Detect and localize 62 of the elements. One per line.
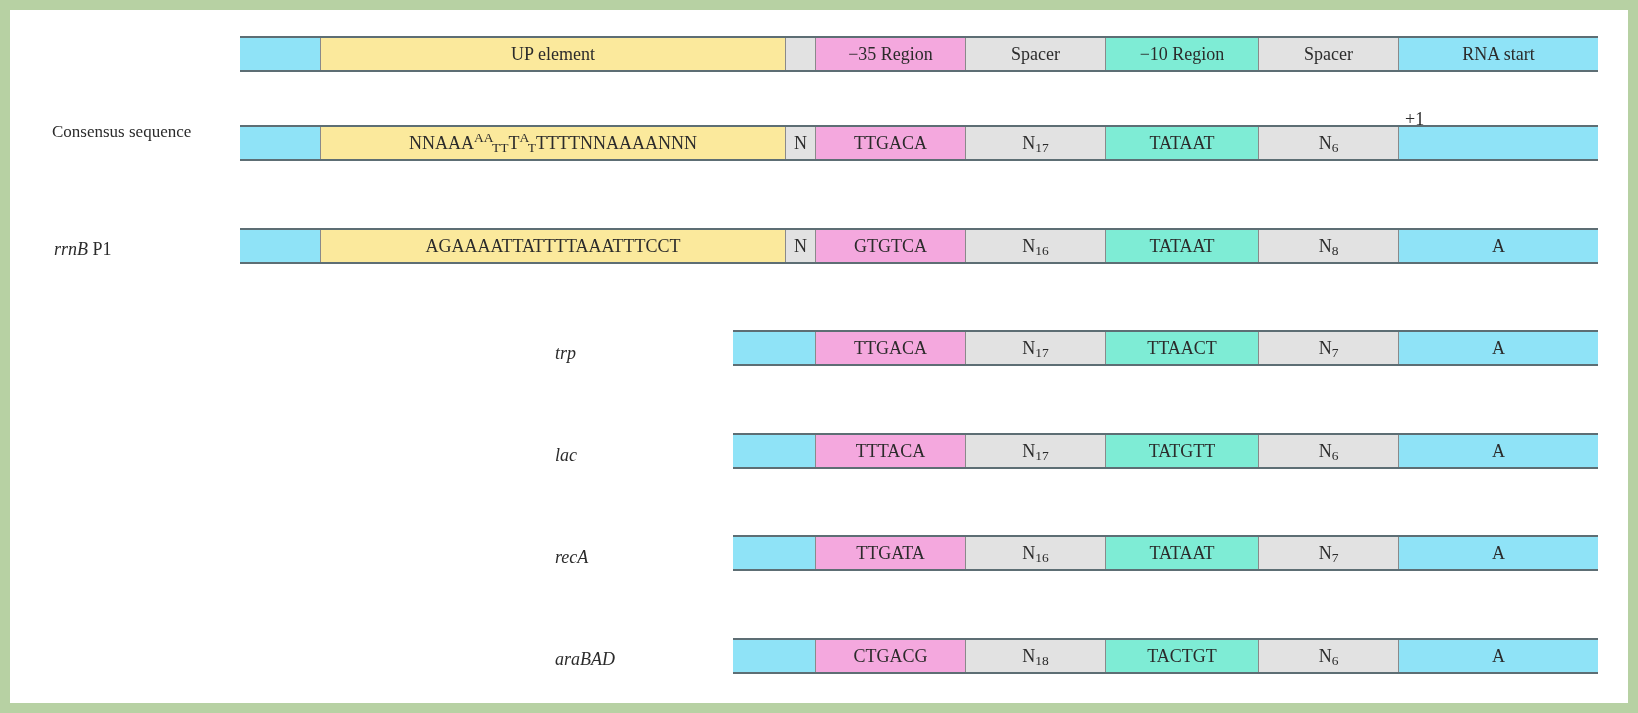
- sequence-segment: Spacer: [1258, 38, 1398, 70]
- sequence-segment: RNA start: [1398, 38, 1598, 70]
- sequence-segment: NNAAA$^{AA}$$_{TT}$T$^{A}$$_{T}$TTTTNNAAAANNN: [320, 127, 785, 159]
- promoter-name: recA: [555, 546, 589, 569]
- sequence-segment: CTGACG: [815, 640, 965, 672]
- sequence-segment: N$_{18}$: [965, 640, 1105, 672]
- position-label: +1: [1405, 108, 1425, 131]
- sequence-segment: N$_{16}$: [965, 230, 1105, 262]
- flank-segment: [733, 537, 815, 569]
- sequence-segment: TATAAT: [1105, 537, 1258, 569]
- sequence-segment: AGAAAATTATTTTAAATTTCCT: [320, 230, 785, 262]
- sequence-segment: TATAAT: [1105, 230, 1258, 262]
- sequence-segment: A: [1398, 332, 1598, 364]
- promoter-bar: [733, 535, 1598, 571]
- sequence-segment: TTAACT: [1105, 332, 1258, 364]
- flank-segment: [785, 38, 815, 70]
- promoter-bar: [240, 36, 1598, 72]
- promoter-name: araBAD: [555, 648, 615, 671]
- promoter-bar: [240, 228, 1598, 264]
- sequence-segment: −10 Region: [1105, 38, 1258, 70]
- sequence-segment: N$_{7}$: [1258, 332, 1398, 364]
- flank-segment: [1398, 127, 1598, 159]
- promoter-name: Consensus sequence: [52, 121, 193, 143]
- sequence-segment: A: [1398, 537, 1598, 569]
- promoter-bar: [733, 433, 1598, 469]
- sequence-segment: A: [1398, 435, 1598, 467]
- sequence-segment: N$_{8}$: [1258, 230, 1398, 262]
- sequence-segment: TTGACA: [815, 127, 965, 159]
- sequence-segment: N$_{17}$: [965, 435, 1105, 467]
- sequence-segment: TTTACA: [815, 435, 965, 467]
- sequence-segment: A: [1398, 230, 1598, 262]
- flank-segment: [240, 127, 320, 159]
- flank-segment: [733, 640, 815, 672]
- sequence-segment: TTGACA: [815, 332, 965, 364]
- sequence-segment: TATAAT: [1105, 127, 1258, 159]
- sequence-segment: N$_{6}$: [1258, 127, 1398, 159]
- sequence-segment: UP element: [320, 38, 785, 70]
- flank-segment: [240, 230, 320, 262]
- promoter-bar: [733, 638, 1598, 674]
- flank-segment: [240, 38, 320, 70]
- sequence-segment: N$_{6}$: [1258, 435, 1398, 467]
- promoter-name: trp: [555, 342, 576, 365]
- flank-segment: [733, 332, 815, 364]
- sequence-segment: −35 Region: [815, 38, 965, 70]
- sequence-segment: N$_{6}$: [1258, 640, 1398, 672]
- sequence-segment: N$_{7}$: [1258, 537, 1398, 569]
- sequence-segment: N: [785, 127, 815, 159]
- sequence-segment: A: [1398, 640, 1598, 672]
- sequence-segment: TTGATA: [815, 537, 965, 569]
- sequence-segment: N$_{17}$: [965, 332, 1105, 364]
- sequence-segment: N$_{17}$: [965, 127, 1105, 159]
- sequence-segment: GTGTCA: [815, 230, 965, 262]
- sequence-segment: N: [785, 230, 815, 262]
- sequence-segment: TACTGT: [1105, 640, 1258, 672]
- promoter-name: rrnB P1: [54, 238, 112, 261]
- promoter-bar: [733, 330, 1598, 366]
- promoter-bar: [240, 125, 1598, 161]
- sequence-segment: N$_{16}$: [965, 537, 1105, 569]
- promoter-name: lac: [555, 444, 577, 467]
- flank-segment: [733, 435, 815, 467]
- sequence-segment: TATGTT: [1105, 435, 1258, 467]
- sequence-segment: Spacer: [965, 38, 1105, 70]
